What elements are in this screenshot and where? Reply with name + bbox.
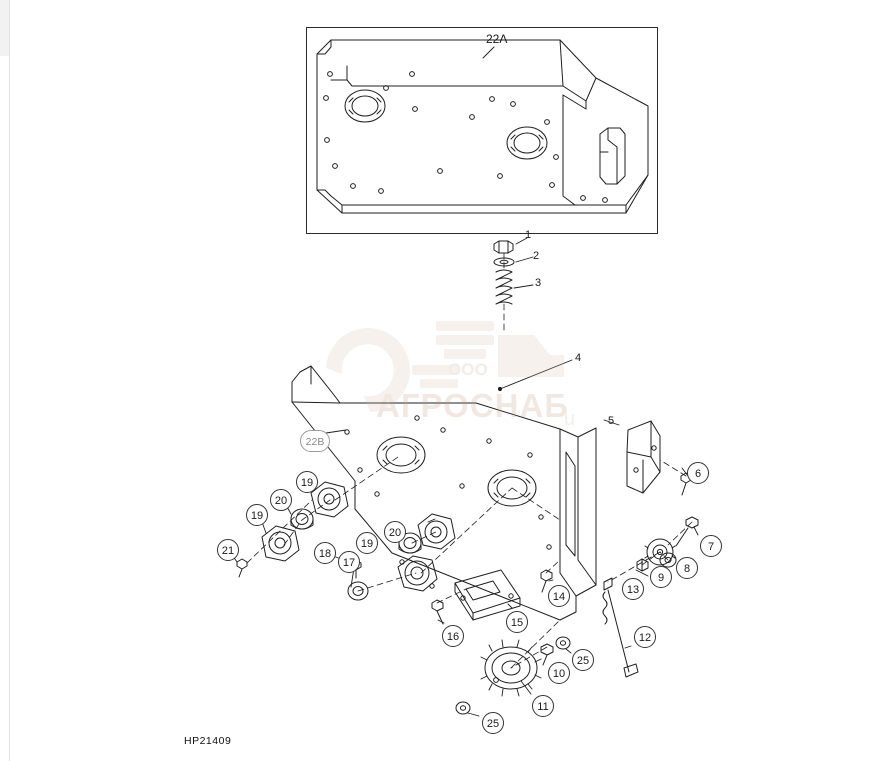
callout-13: 13 — [622, 578, 644, 600]
callout-7: 7 — [700, 535, 722, 557]
callout-12: 12 — [634, 626, 656, 648]
callout-3: 3 — [535, 277, 542, 289]
callout-20-right: 20 — [384, 521, 406, 543]
callout-22a: 22A — [486, 32, 508, 46]
callout-8: 8 — [676, 557, 698, 579]
part-number-label: HP21409 — [184, 735, 232, 747]
callout-1: 1 — [525, 229, 532, 241]
callout-22b: 22B — [300, 430, 330, 452]
callout-14: 14 — [548, 585, 570, 607]
callout-19-left-upper: 19 — [296, 471, 318, 493]
callout-20-left: 20 — [270, 489, 292, 511]
callout-25-lower: 25 — [482, 712, 504, 734]
callout-19-left-lower: 19 — [246, 504, 268, 526]
callout-5: 5 — [608, 415, 615, 427]
callout-10: 10 — [548, 662, 570, 684]
callout-19-right: 19 — [356, 532, 378, 554]
page-left-margin-lower — [0, 56, 9, 761]
callout-21: 21 — [217, 539, 239, 561]
callout-16: 16 — [442, 625, 464, 647]
callout-2: 2 — [533, 250, 540, 262]
callout-15: 15 — [506, 611, 528, 633]
callout-25-upper: 25 — [572, 649, 594, 671]
callout-11: 11 — [532, 695, 554, 717]
callout-9: 9 — [650, 566, 672, 588]
callout-6: 6 — [687, 462, 709, 484]
callout-18: 18 — [314, 542, 336, 564]
callout-17: 17 — [338, 551, 360, 573]
callout-4: 4 — [575, 352, 582, 364]
